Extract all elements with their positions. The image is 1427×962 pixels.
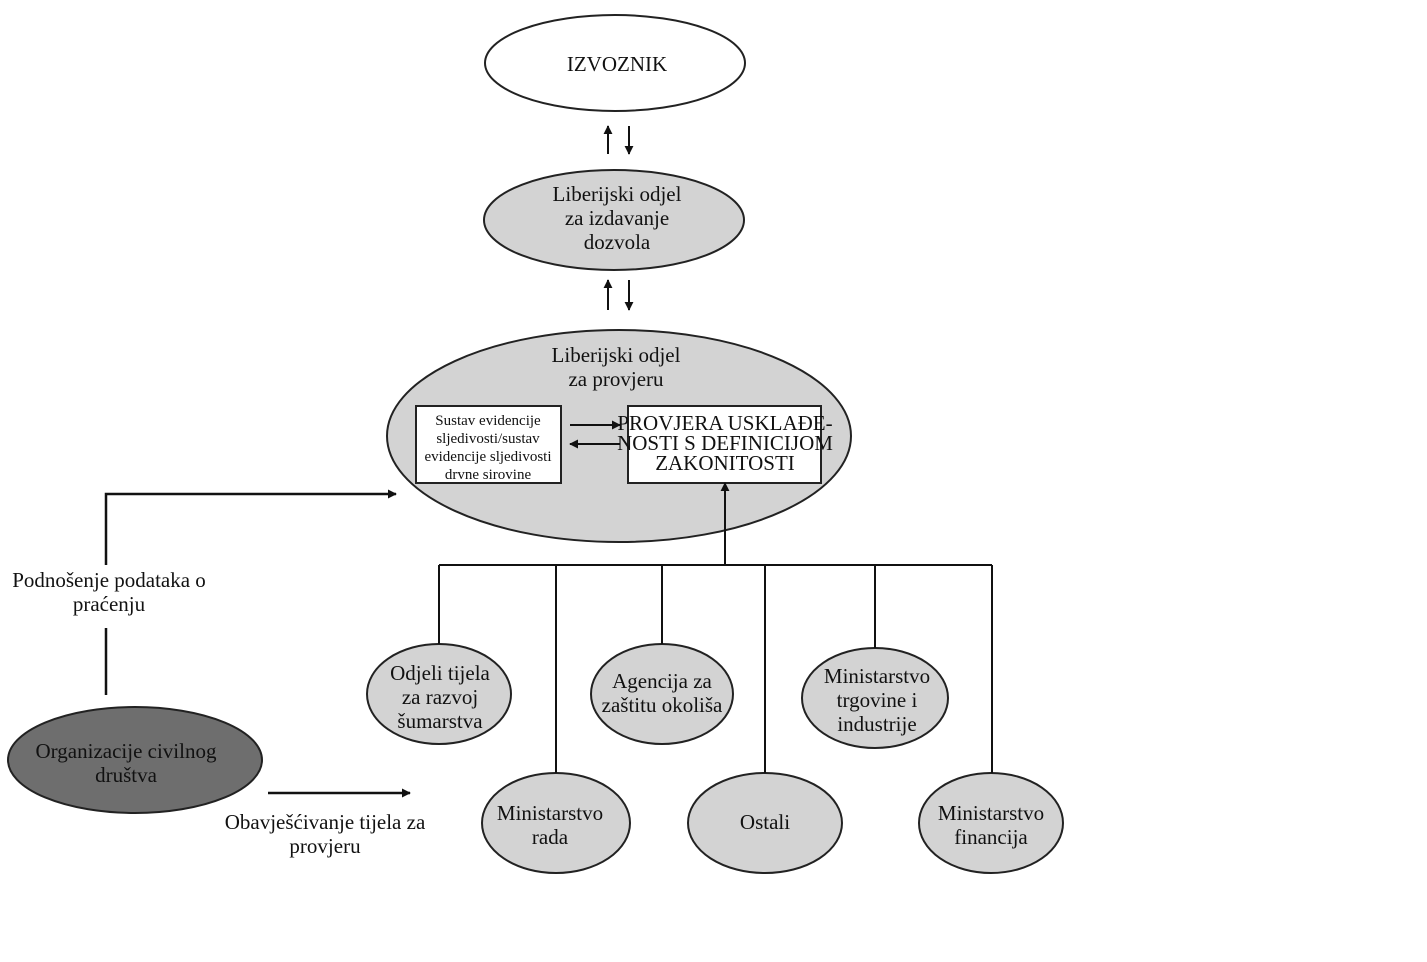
label-line: praćenju xyxy=(73,592,146,616)
label-line: provjeru xyxy=(289,834,361,858)
label-line: Sustav evidencije xyxy=(435,413,541,429)
label-line: za izdavanje xyxy=(565,206,669,230)
label-line: Liberijski odjel xyxy=(553,182,682,206)
label-line: IZVOZNIK xyxy=(567,52,667,76)
label-line: dozvola xyxy=(584,230,651,254)
label-line: industrije xyxy=(837,712,916,736)
label-line: drvne sirovine xyxy=(445,467,532,483)
label-line: evidencije sljedivosti xyxy=(424,449,551,465)
others-label: Ostali xyxy=(740,810,790,834)
label-line: Podnošenje podataka o xyxy=(12,568,206,592)
label-line: Ministarstvo xyxy=(938,801,1044,825)
exporter-node xyxy=(484,14,746,112)
label-line: trgovine i xyxy=(837,688,918,712)
label-line: Organizacije civilnog xyxy=(36,739,217,763)
label-line: Agencija za xyxy=(612,669,712,693)
label-line: Ostali xyxy=(740,810,790,834)
label-line: rada xyxy=(532,825,569,849)
label-line: šumarstva xyxy=(397,709,483,733)
label-line: za razvoj xyxy=(402,685,478,709)
exporter-label: IZVOZNIK xyxy=(567,52,667,76)
label-line: PROVJERA USKLAĐE- xyxy=(617,411,832,435)
label-line: Liberijski odjel xyxy=(552,343,681,367)
label-line: sljedivosti/sustav xyxy=(436,431,540,447)
label-line: Obavješćivanje tijela za xyxy=(225,810,426,834)
civil-society-node xyxy=(7,706,263,814)
verification-node xyxy=(386,329,852,543)
traceability-box xyxy=(415,405,562,484)
label-line: zaštitu okoliša xyxy=(602,693,723,717)
label-line: NOSTI S DEFINICIJOM xyxy=(617,431,833,455)
label-line: za provjeru xyxy=(568,367,664,391)
label-line: financija xyxy=(954,825,1028,849)
traceability-label: Sustav evidencije sljedivosti/sustav evide… xyxy=(424,413,551,483)
licensing-node xyxy=(483,169,745,271)
label-line: društva xyxy=(95,763,158,787)
label-line: Ministarstvo xyxy=(824,664,930,688)
label-line: ZAKONITOSTI xyxy=(655,451,795,475)
monitoring-arrow xyxy=(104,489,397,565)
label-line: Ministarstvo xyxy=(497,801,603,825)
label-line: Odjeli tijela xyxy=(390,661,490,685)
